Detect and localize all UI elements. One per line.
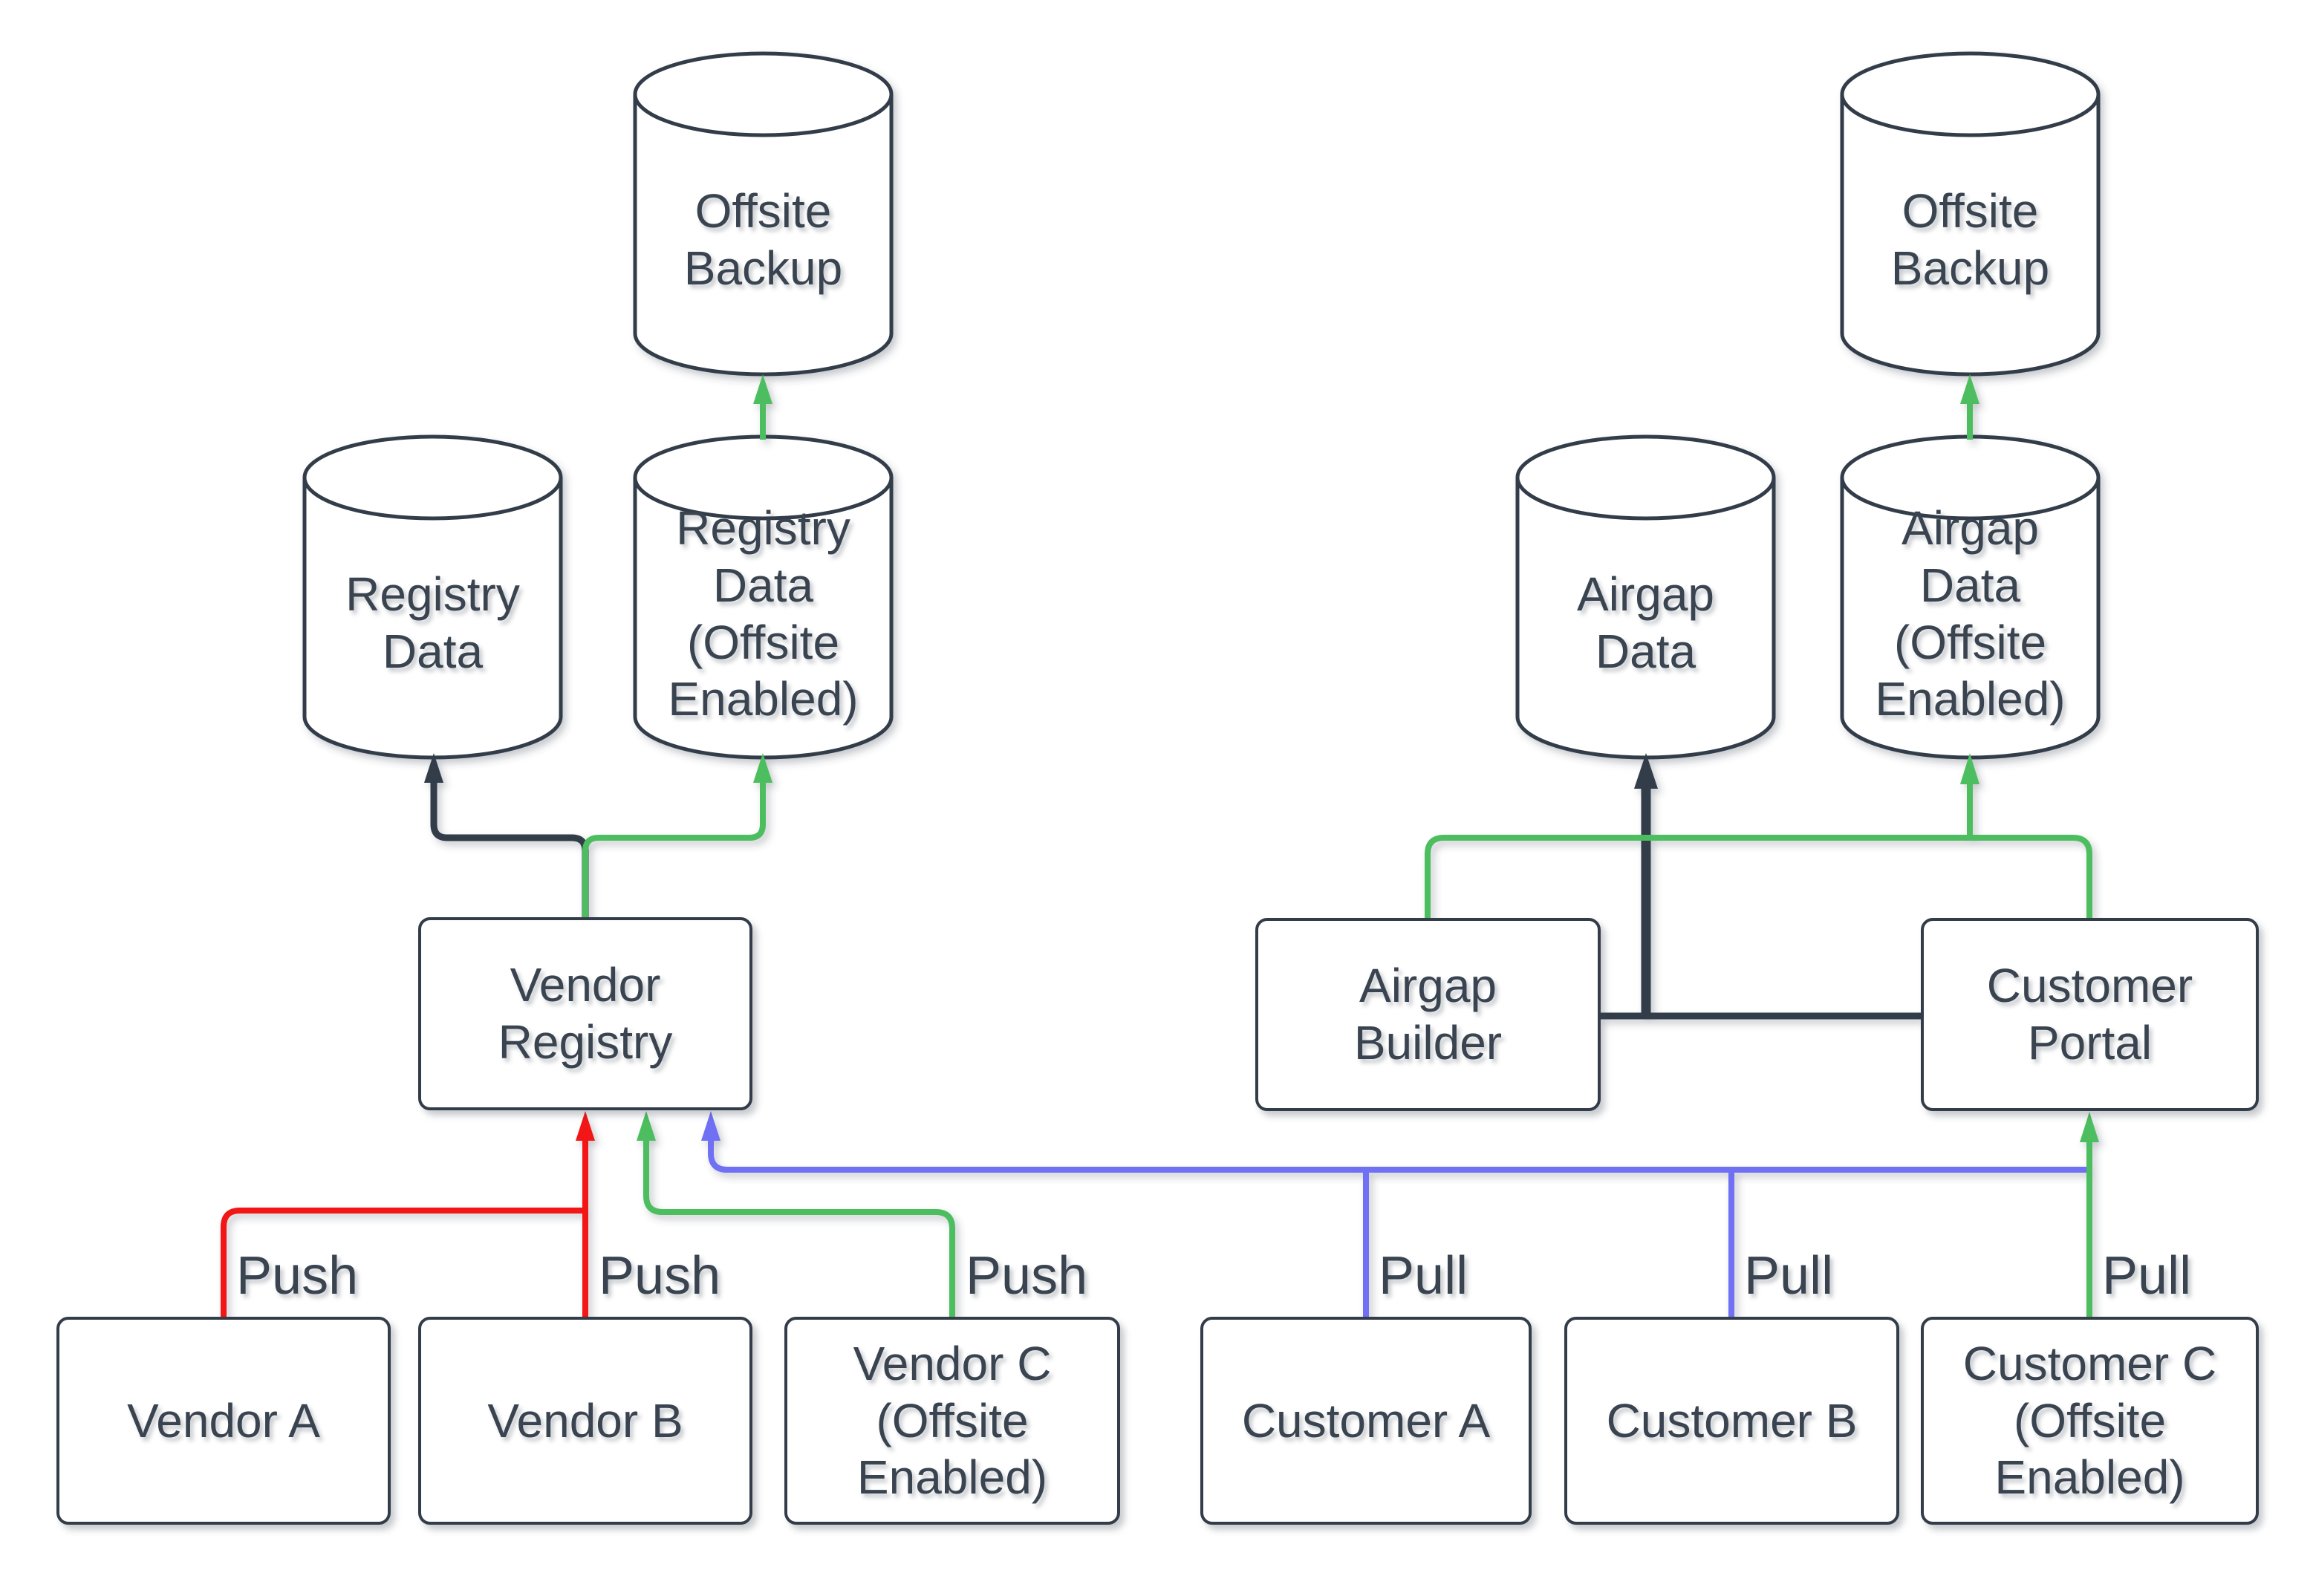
push-label-vendor-b: Push <box>599 1246 721 1306</box>
arrowhead-green-customer-portal <box>2080 1112 2099 1142</box>
push-label-vendor-a: Push <box>236 1246 359 1306</box>
arrowhead-dark-registry-data <box>424 753 443 783</box>
arrowhead-dark-airgap-data <box>1634 753 1658 789</box>
edge-registry-to-registry-data-offsite[interactable] <box>582 753 772 919</box>
vendor-c-node[interactable]: Vendor C (Offsite Enabled) <box>784 1317 1120 1525</box>
customer-portal-node[interactable]: Customer Portal <box>1921 918 2259 1111</box>
customer-c-label: Customer C (Offsite Enabled) <box>1962 1336 2217 1505</box>
vendor-b-node[interactable]: Vendor B <box>418 1317 752 1525</box>
edge-customer-c-pull[interactable] <box>2080 1112 2099 1317</box>
arrowhead-red-vendor-registry <box>576 1111 595 1141</box>
edge-vendor-a-b-push[interactable] <box>221 1111 595 1317</box>
airgap-data-offsite-cylinder[interactable] <box>1840 434 2101 760</box>
customer-b-node[interactable]: Customer B <box>1564 1317 1899 1525</box>
offsite-backup-left-cylinder[interactable] <box>633 51 894 377</box>
registry-data-cylinder[interactable] <box>302 434 563 760</box>
arrowhead-blue-vendor-registry <box>701 1111 720 1141</box>
vendor-registry-node[interactable]: Vendor Registry <box>418 917 752 1110</box>
arrowhead-green-airgap-data-offsite <box>1960 753 1979 784</box>
vendor-a-label: Vendor A <box>127 1393 320 1447</box>
edge-to-airgap-data[interactable] <box>1601 753 1921 1020</box>
arrowhead-green-registry-data-offsite <box>753 753 772 783</box>
edge-to-airgap-data-offsite[interactable] <box>1425 753 2092 918</box>
pull-label-customer-a: Pull <box>1379 1246 1468 1306</box>
edge-registry-offsite-to-backup[interactable] <box>753 374 772 440</box>
vendor-a-node[interactable]: Vendor A <box>56 1317 391 1525</box>
registry-data-offsite-cylinder[interactable] <box>633 434 894 760</box>
customer-portal-label: Customer Portal <box>1986 959 2193 1069</box>
vendor-registry-label: Vendor Registry <box>498 958 673 1069</box>
airgap-data-cylinder[interactable] <box>1515 434 1776 760</box>
vendor-c-label: Vendor C (Offsite Enabled) <box>853 1336 1052 1505</box>
edge-registry-to-registry-data[interactable] <box>424 753 589 919</box>
vendor-b-label: Vendor B <box>487 1393 683 1447</box>
arrowhead-green-backup-right <box>1960 374 1979 404</box>
customer-c-node[interactable]: Customer C (Offsite Enabled) <box>1921 1317 2259 1525</box>
arrowhead-green-vendor-registry <box>637 1111 656 1141</box>
pull-label-customer-b: Pull <box>1744 1246 1834 1306</box>
customer-b-label: Customer B <box>1606 1393 1858 1447</box>
edge-vendor-c-push[interactable] <box>637 1111 955 1317</box>
customer-a-node[interactable]: Customer A <box>1200 1317 1532 1525</box>
pull-label-customer-c: Pull <box>2102 1246 2192 1306</box>
airgap-builder-node[interactable]: Airgap Builder <box>1255 918 1601 1111</box>
offsite-backup-right-cylinder[interactable] <box>1840 51 2101 377</box>
customer-a-label: Customer A <box>1241 1393 1491 1447</box>
airgap-builder-label: Airgap Builder <box>1353 959 1503 1069</box>
edge-customer-a-b-pull[interactable] <box>701 1111 2086 1317</box>
push-label-vendor-c: Push <box>966 1246 1088 1306</box>
arrowhead-green-backup-left <box>753 374 772 404</box>
edge-airgap-offsite-to-backup[interactable] <box>1960 374 1979 440</box>
